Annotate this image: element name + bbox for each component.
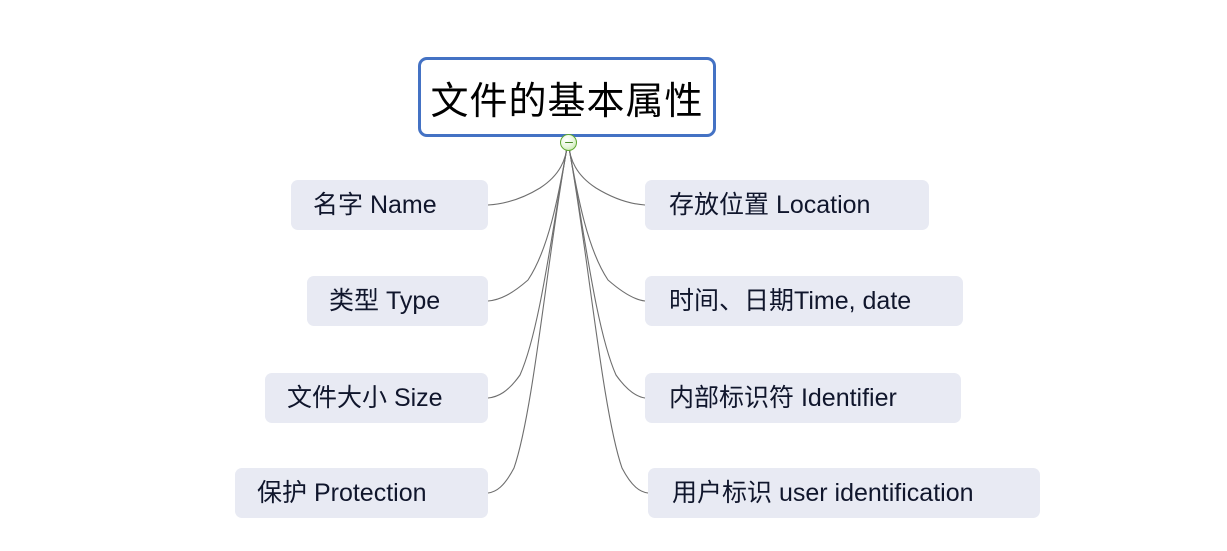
connector-left-2	[487, 141, 569, 302]
branch-node-time-date[interactable]: 时间、日期Time, date	[645, 276, 963, 326]
branch-node-user-identification[interactable]: 用户标识 user identification	[648, 468, 1040, 518]
connector-left-3	[487, 141, 569, 399]
connector-right-2	[567, 141, 646, 302]
branch-label: 时间、日期Time, date	[669, 286, 912, 315]
branch-label: 名字 Name	[313, 190, 437, 219]
branch-label: 类型 Type	[329, 286, 441, 315]
minus-icon	[564, 141, 573, 144]
branch-node-type[interactable]: 类型 Type	[307, 276, 488, 326]
branch-label: 用户标识 user identification	[672, 478, 974, 507]
branch-label: 内部标识符 Identifier	[669, 383, 897, 412]
branch-node-name[interactable]: 名字 Name	[291, 180, 488, 230]
branch-label: 文件大小 Size	[287, 383, 443, 412]
connector-right-4	[567, 141, 649, 494]
connector-right-3	[567, 141, 646, 399]
branch-node-location[interactable]: 存放位置 Location	[645, 180, 929, 230]
branch-node-protection[interactable]: 保护 Protection	[235, 468, 488, 518]
branch-label: 存放位置 Location	[669, 190, 871, 219]
collapse-toggle-button[interactable]	[560, 134, 577, 151]
root-node[interactable]: 文件的基本属性	[418, 57, 716, 137]
connector-right-1	[567, 141, 646, 206]
connector-left-1	[487, 141, 569, 206]
branch-node-identifier[interactable]: 内部标识符 Identifier	[645, 373, 961, 423]
branch-node-size[interactable]: 文件大小 Size	[265, 373, 488, 423]
connector-left-4	[487, 141, 569, 494]
branch-label: 保护 Protection	[257, 478, 427, 507]
root-node-label: 文件的基本属性	[430, 80, 704, 123]
